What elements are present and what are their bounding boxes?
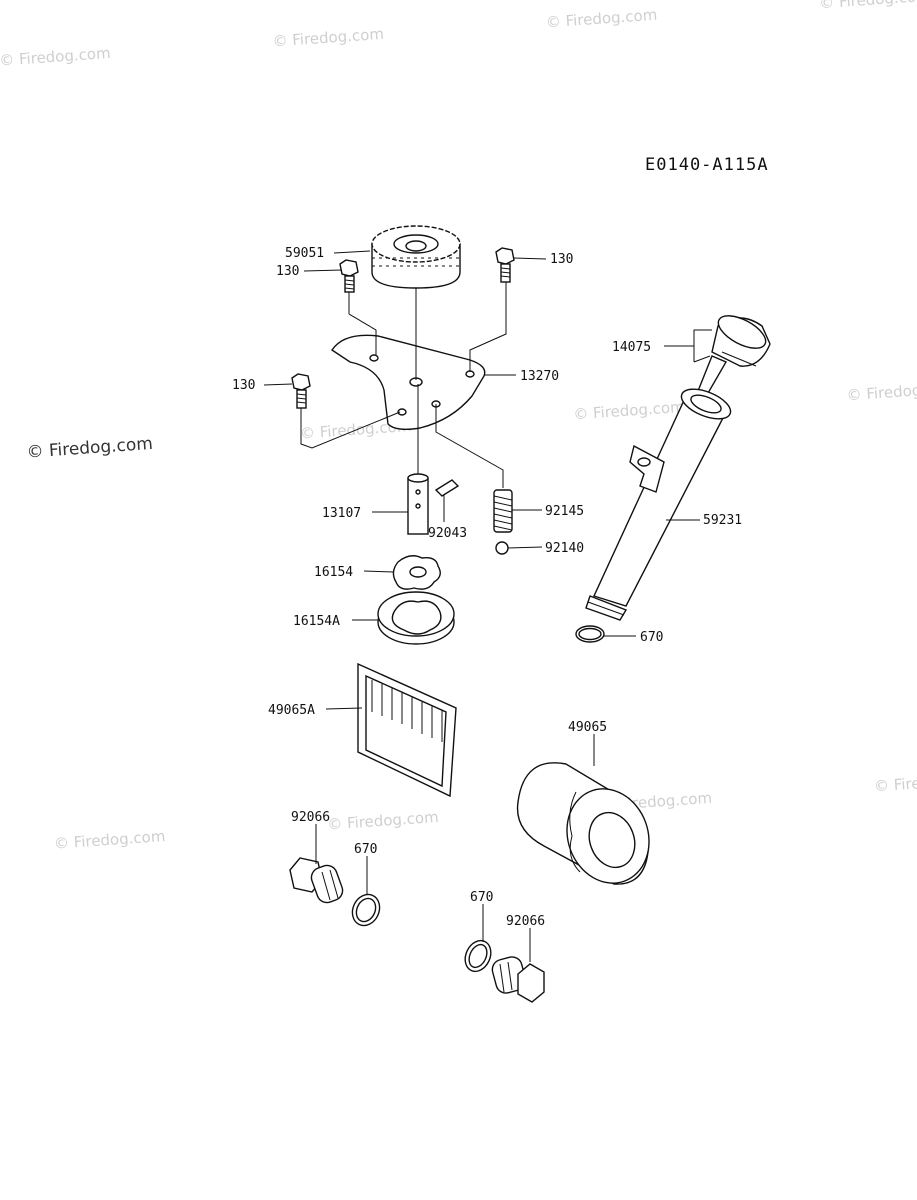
o-ring-right[interactable] (460, 936, 495, 975)
label-o-ring-tube: 670 (640, 630, 663, 645)
label-o-ring-right: 670 (470, 890, 493, 905)
gear-part[interactable] (371, 225, 461, 289)
bolt-top-right[interactable] (495, 247, 515, 283)
watermark: © Firedog.com (573, 398, 686, 424)
callout-labels: 59051 130 130 130 13270 14075 13107 9204… (232, 246, 742, 929)
shaft-part[interactable] (407, 473, 429, 535)
tube-part[interactable] (585, 383, 735, 621)
label-plug-right: 92066 (506, 914, 545, 929)
label-bolt-top-right: 130 (550, 252, 573, 267)
watermark: © Firedog.com (819, 0, 917, 12)
label-plate: 13270 (520, 369, 559, 384)
label-gear: 59051 (285, 246, 324, 261)
label-bolt-left: 130 (232, 378, 255, 393)
screen-part[interactable] (357, 662, 457, 798)
watermark: © Firedog.com (846, 379, 917, 405)
label-bolt-top-left: 130 (276, 264, 299, 279)
leader-lines (263, 250, 712, 962)
watermark: © Firedog.com (545, 6, 658, 32)
watermark: © Firedog.com (53, 827, 166, 853)
spring-part[interactable] (493, 489, 513, 533)
watermark: © Firedog.com (272, 25, 385, 51)
label-dipstick: 14075 (612, 340, 651, 355)
o-ring-tube[interactable] (575, 625, 605, 643)
plate-part[interactable] (331, 334, 486, 431)
inner-rotor-part[interactable] (392, 555, 441, 590)
bolt-left[interactable] (291, 373, 311, 409)
label-pin: 92043 (428, 526, 467, 541)
outer-rotor-part[interactable] (377, 591, 455, 645)
watermark: © Firedog.com (26, 434, 154, 463)
bolt-top-left[interactable] (339, 259, 359, 293)
diagram-code: E0140-A115A (645, 155, 769, 175)
drain-plug-right[interactable] (490, 955, 545, 1003)
label-shaft: 13107 (322, 506, 361, 521)
ball-part[interactable] (495, 541, 509, 555)
watermark: © Firedog.com (0, 44, 111, 70)
label-ball: 92140 (545, 541, 584, 556)
label-filter: 49065 (568, 720, 607, 735)
label-inner-rotor: 16154 (314, 565, 353, 580)
oil-filter-part[interactable] (516, 762, 662, 895)
watermark: © Firedog.com (873, 770, 917, 796)
drain-plug-left[interactable] (289, 857, 345, 905)
label-spring: 92145 (545, 504, 584, 519)
dipstick-part[interactable] (695, 309, 771, 401)
watermark: © Firedog.com (327, 808, 440, 834)
o-ring-left[interactable] (347, 890, 384, 930)
label-outer-rotor: 16154A (293, 614, 340, 629)
label-screen: 49065A (268, 703, 315, 718)
label-tube: 59231 (703, 513, 742, 528)
label-o-ring-left: 670 (354, 842, 377, 857)
watermarks: © Firedog.com © Firedog.com © Firedog.co… (0, 0, 917, 853)
label-plug-left: 92066 (291, 810, 330, 825)
pin-part[interactable] (434, 479, 460, 497)
